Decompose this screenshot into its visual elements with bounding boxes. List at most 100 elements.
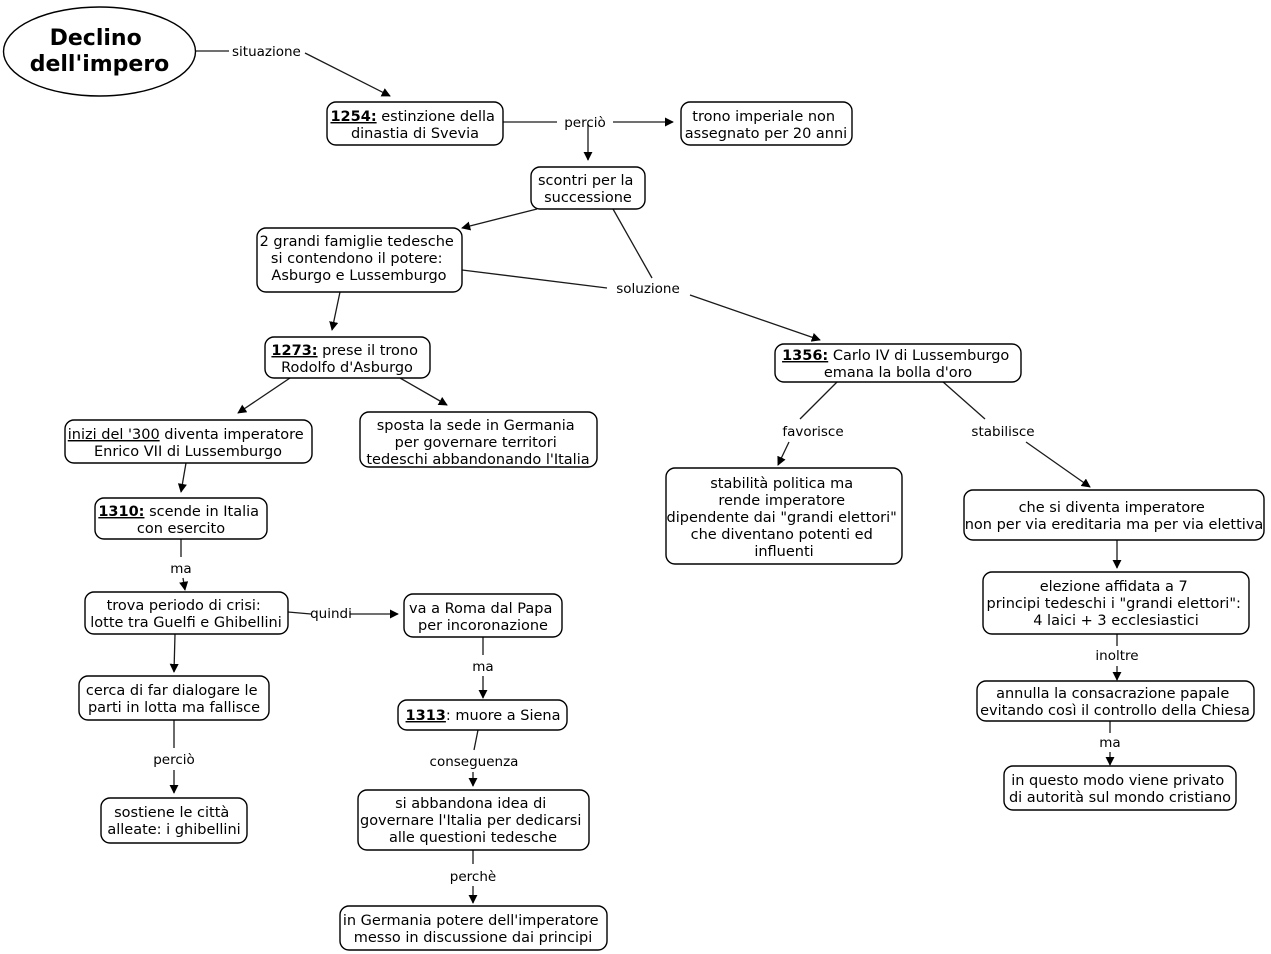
node-famiglie-tedesche[interactable]: 2 grandi famiglie tedesche si contendono… — [256, 227, 463, 293]
node-famiglie-shape — [256, 227, 463, 293]
node-annulla-shape — [976, 680, 1255, 722]
node-inizi300-line2: Enrico VII di Lussemburgo — [94, 444, 282, 460]
node-1310[interactable]: 1310: scende in Italia con esercito — [94, 497, 268, 540]
node-1273-lead: 1273: — [271, 343, 317, 359]
node-elezione-line2: principi tedeschi i "grandi elettori": — [987, 596, 1241, 612]
node-crisi-shape — [84, 591, 289, 635]
node-roma-shape — [403, 593, 563, 638]
node-root[interactable]: Declino dell'impero — [2, 6, 197, 97]
node-germania-line1: in Germania potere dell'imperatore — [343, 913, 599, 929]
link-label-ma-3: ma — [1099, 735, 1120, 751]
node-via-elettiva[interactable]: che si diventa imperatore non per via er… — [963, 489, 1265, 541]
edge-scontri-to-famiglie — [461, 208, 538, 231]
link-label-quindi: quindi — [310, 606, 352, 622]
edge-1356-to-stabilita-b — [777, 441, 790, 466]
node-1273-line1-rest: prese il trono — [318, 343, 419, 359]
edge-scontri-to-1356-b — [689, 294, 821, 342]
node-scontri-successione[interactable]: scontri per la successione — [530, 166, 646, 210]
node-cerca-dialogare[interactable]: cerca di far dialogare le parti in lotta… — [78, 675, 270, 721]
edge-famiglie-to-1273 — [329, 291, 341, 331]
node-1273[interactable]: 1273: prese il trono Rodolfo d'Asburgo — [264, 336, 431, 379]
edge-inizi300-to-1310 — [177, 462, 187, 493]
node-1356-line2: emana la bolla d'oro — [824, 365, 972, 381]
node-1310-label: 1310: scende in Italia con esercito — [98, 504, 263, 537]
link-label-ma-2: ma — [472, 659, 493, 675]
node-sostiene-line1: sostiene le città — [114, 805, 229, 821]
node-trono-shape — [680, 101, 853, 146]
node-abbandona-line2: governare l'Italia per dedicarsi — [360, 813, 581, 829]
root-ellipse-shape — [2, 6, 197, 97]
node-germania-line2: messo in discussione dai principi — [354, 930, 593, 946]
node-crisi-line1: trova periodo di crisi: — [107, 598, 261, 614]
node-privato-autorita[interactable]: in questo modo viene privato di autorità… — [1003, 765, 1237, 811]
link-label-inoltre: inoltre — [1095, 648, 1138, 664]
node-elettiva-shape — [963, 489, 1265, 541]
node-1310-shape — [94, 497, 268, 540]
node-sposta-sede[interactable]: sposta la sede in Germania per governare… — [359, 411, 598, 468]
node-famiglie-line3: Asburgo e Lussemburgo — [271, 268, 446, 284]
node-dialogare-label: cerca di far dialogare le parti in lotta… — [86, 683, 262, 716]
node-1254[interactable]: 1254: estinzione della dinastia di Svevi… — [326, 101, 504, 146]
link-labels-layer: situazione perciò soluzione favorisce st… — [153, 44, 1138, 885]
edge-crisi-to-roma-a — [287, 611, 312, 615]
node-germania-potere[interactable]: in Germania potere dell'imperatore messo… — [339, 905, 608, 951]
node-annulla-label: annulla la consacrazione papale evitando… — [980, 686, 1250, 719]
node-crisi-line2: lotte tra Guelfi e Ghibellini — [90, 615, 281, 631]
node-1313-line1-rest: : muore a Siena — [446, 708, 561, 724]
node-1313-shape — [397, 699, 568, 731]
node-sposta-line3: tedeschi abbandonando l'Italia — [366, 452, 589, 468]
edge-famiglie-to-soluzione — [461, 269, 608, 289]
node-sposta-label: sposta la sede in Germania per governare… — [366, 418, 589, 468]
node-1313[interactable]: 1313: muore a Siena — [397, 699, 568, 731]
edge-scontri-to-1356-a — [612, 208, 653, 279]
root-label-line1: Declino — [50, 26, 142, 51]
edge-1356-to-elettiva-a — [941, 380, 986, 420]
link-label-conseguenza: conseguenza — [430, 754, 519, 770]
node-trono-label: trono imperiale non assegnato per 20 ann… — [685, 109, 847, 142]
node-inizi300-label: inizi del '300 diventa imperatore Enrico… — [68, 427, 309, 460]
link-label-favorisce: favorisce — [782, 424, 843, 440]
node-elezione-line3: 4 laici + 3 ecclesiastici — [1033, 613, 1199, 629]
node-1254-shape — [326, 101, 504, 146]
node-elezione-7-principi[interactable]: elezione affidata a 7 principi tedeschi … — [982, 571, 1250, 635]
link-label-percio-1: perciò — [564, 115, 606, 131]
node-1254-line2: dinastia di Svevia — [351, 126, 479, 142]
node-1356[interactable]: 1356: Carlo IV di Lussemburgo emana la b… — [774, 343, 1022, 383]
node-stabilita-line3: dipendente dai "grandi elettori" — [667, 510, 897, 526]
node-1254-line1-rest: estinzione della — [377, 109, 495, 125]
node-elezione-label: elezione affidata a 7 principi tedeschi … — [987, 579, 1246, 629]
node-privato-label: in questo modo viene privato di autorità… — [1009, 773, 1231, 806]
node-abbandona-idea[interactable]: si abbandona idea di governare l'Italia … — [357, 789, 590, 851]
node-sostiene-citta[interactable]: sostiene le città alleate: i ghibellini — [100, 797, 248, 844]
node-privato-line2: di autorità sul mondo cristiano — [1009, 790, 1231, 806]
node-inizi-300[interactable]: inizi del '300 diventa imperatore Enrico… — [64, 419, 313, 464]
node-1313-label: 1313: muore a Siena — [406, 708, 561, 724]
node-stabilita-line4: che diventano potenti ed — [691, 527, 873, 543]
node-germania-label: in Germania potere dell'imperatore messo… — [343, 913, 603, 946]
node-inizi300-line1-rest: diventa imperatore — [160, 427, 304, 443]
node-sposta-line2: per governare territori — [395, 435, 557, 451]
node-germania-shape — [339, 905, 608, 951]
node-sostiene-label: sostiene le città alleate: i ghibellini — [107, 805, 240, 838]
node-1356-label: 1356: Carlo IV di Lussemburgo emana la b… — [782, 348, 1014, 381]
node-1356-line1-rest: Carlo IV di Lussemburgo — [828, 348, 1009, 364]
node-abbandona-line1: si abbandona idea di — [395, 796, 546, 812]
node-dialogare-shape — [78, 675, 270, 721]
edge-1356-to-elettiva-b — [1025, 441, 1091, 488]
node-roma-label: va a Roma dal Papa per incoronazione — [409, 601, 557, 634]
node-dialogare-line1: cerca di far dialogare le — [86, 683, 258, 699]
node-annulla-line1: annulla la consacrazione papale — [996, 686, 1229, 702]
node-periodo-crisi[interactable]: trova periodo di crisi: lotte tra Guelfi… — [84, 591, 289, 635]
node-trono-line2: assegnato per 20 anni — [685, 126, 847, 142]
node-inizi300-shape — [64, 419, 313, 464]
root-label-line2: dell'impero — [30, 52, 170, 77]
node-va-a-roma[interactable]: va a Roma dal Papa per incoronazione — [403, 593, 563, 638]
node-trono-imperiale[interactable]: trono imperiale non assegnato per 20 ann… — [680, 101, 853, 146]
node-1310-line2: con esercito — [137, 521, 225, 537]
node-roma-line1: va a Roma dal Papa — [409, 601, 552, 617]
node-scontri-shape — [530, 166, 646, 210]
node-stabilita-politica[interactable]: stabilità politica ma rende imperatore d… — [665, 467, 903, 565]
node-elezione-shape — [982, 571, 1250, 635]
node-annulla-consacrazione[interactable]: annulla la consacrazione papale evitando… — [976, 680, 1255, 722]
